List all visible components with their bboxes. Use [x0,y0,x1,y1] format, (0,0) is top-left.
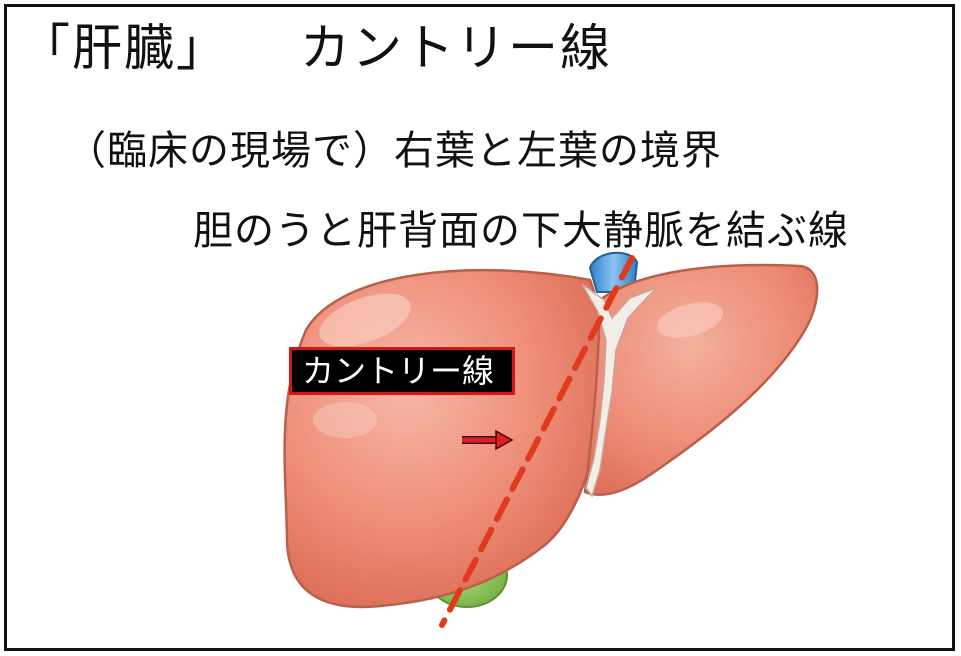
liver-highlight-lower [313,402,377,438]
title-organ: 「肝臓」 [20,19,228,77]
page-title: 「肝臓」 カントリー線 [20,8,612,80]
clinical-description: （臨床の現場で）右葉と左葉の境界 [66,128,722,174]
falciform-ligament [581,283,657,498]
liver-highlight-left [656,302,724,338]
title-term: カントリー線 [300,19,612,77]
liver-left-lobe [583,263,819,496]
definition-description: 胆のうと肝背面の下大静脈を結ぶ線 [193,208,849,254]
cantlie-line [439,255,635,628]
diagram-frame [4,4,955,651]
liver-highlight-right [319,293,411,347]
arrow-right-icon [462,429,514,451]
cantlie-line-label: カントリー線 [289,347,515,395]
